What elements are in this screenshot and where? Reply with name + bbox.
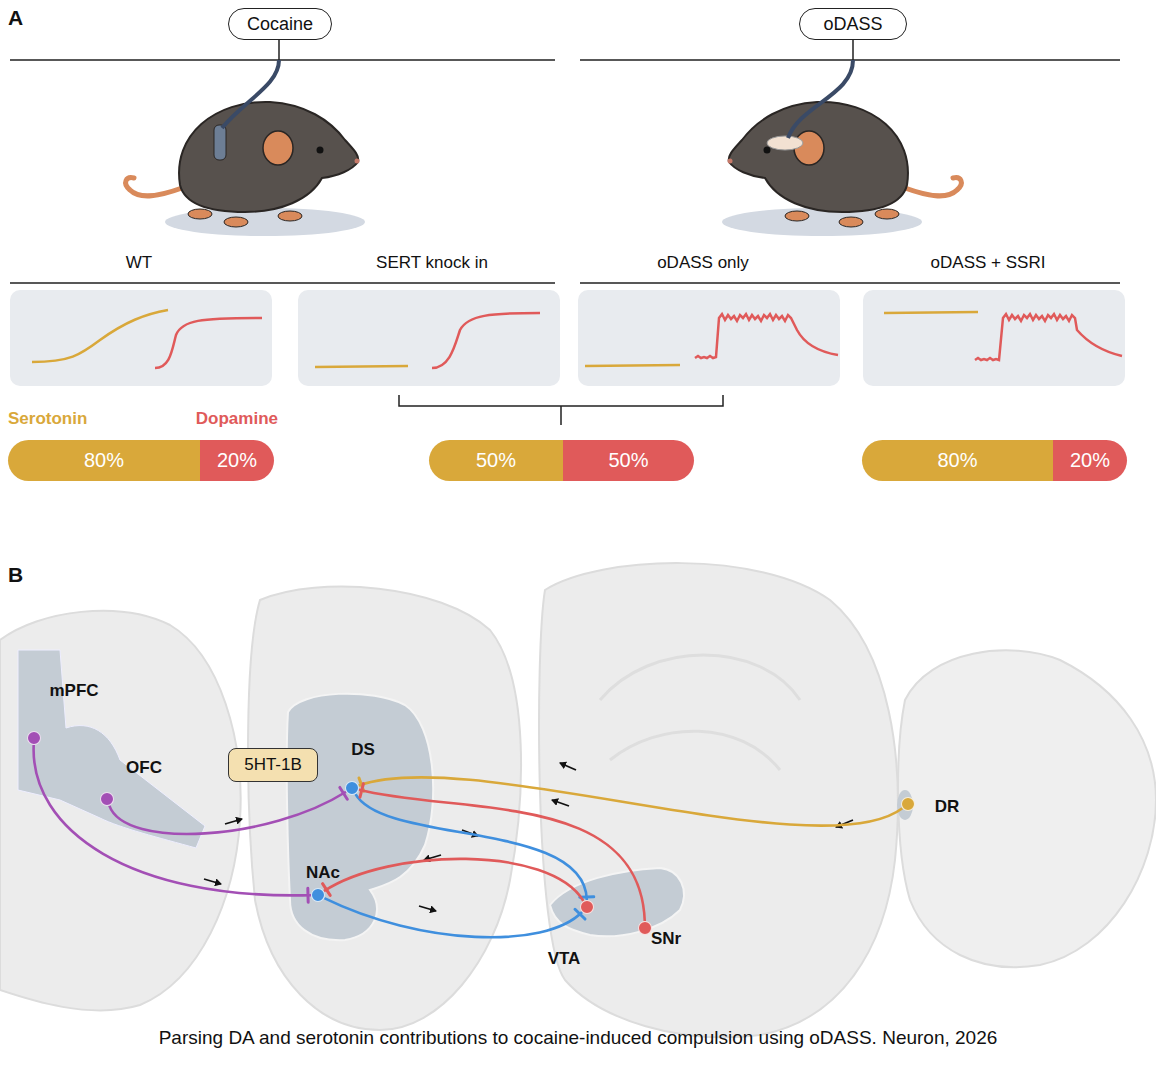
striatum-region	[287, 694, 433, 940]
region-label: SNr	[651, 929, 681, 949]
catheter-tube	[222, 60, 279, 128]
trace-panel	[863, 290, 1125, 386]
synapse-terminal	[306, 888, 309, 902]
serotonin-trace	[585, 365, 680, 366]
neuron-soma: NAc	[311, 888, 325, 902]
direction-arrow	[225, 819, 242, 824]
direction-arrow	[419, 906, 436, 911]
color-key-text: Serotonin	[8, 409, 87, 429]
serotonin-trace	[315, 366, 408, 367]
direction-arrow	[560, 763, 576, 770]
percent-text: 80%	[84, 449, 124, 472]
brain-section	[539, 563, 898, 1037]
head-cap	[767, 136, 803, 150]
node-text: Cocaine	[247, 14, 313, 35]
panel-letter: B	[8, 563, 23, 587]
trace-panel	[578, 290, 840, 386]
ratio-segment: 50%	[429, 440, 563, 481]
neuron-soma: SNr	[638, 921, 652, 935]
axon-projection	[324, 898, 582, 937]
percent-text: 80%	[937, 449, 977, 472]
column-heading: oDASS only	[657, 253, 749, 273]
axon-projection	[356, 794, 587, 900]
synapse-terminal	[360, 784, 363, 798]
group-bracket	[399, 395, 723, 425]
trace-panel	[298, 290, 560, 386]
axon-projection	[359, 790, 645, 921]
ratio-segment: 80%	[862, 440, 1053, 481]
catheter-jacket	[214, 125, 226, 160]
axon-projection	[324, 859, 584, 901]
neuron-soma: DR	[901, 797, 915, 811]
direction-arrow	[204, 879, 221, 884]
region-label: OFC	[126, 758, 162, 778]
figure-caption: Parsing DA and serotonin contributions t…	[159, 1027, 998, 1049]
ratio-segment: 20%	[200, 440, 274, 481]
region-label: NAc	[306, 863, 340, 883]
region-label: mPFC	[49, 681, 98, 701]
mouse-illustration	[722, 102, 961, 236]
percent-text: 50%	[608, 449, 648, 472]
region-label: DS	[351, 740, 375, 760]
column-heading: oDASS + SSRI	[931, 253, 1046, 273]
percent-text: 50%	[476, 449, 516, 472]
ratio-segment: 50%	[563, 440, 694, 481]
direction-arrow	[552, 800, 569, 806]
cortex-region	[18, 650, 205, 848]
region-label: DR	[935, 797, 960, 817]
dopamine-trace	[695, 314, 838, 358]
column-heading: WT	[126, 253, 152, 273]
mouse-illustration	[126, 102, 365, 236]
axon-projection	[34, 745, 311, 895]
brain-section	[248, 587, 521, 1030]
color-key-text: Dopamine	[196, 409, 278, 429]
node-text: 5HT-1B	[244, 755, 302, 775]
fiber-cable	[788, 60, 853, 138]
brain-section	[898, 650, 1156, 967]
ratio-segment: 20%	[1053, 440, 1127, 481]
dopamine-trace	[155, 318, 262, 368]
percent-text: 20%	[217, 449, 257, 472]
connector-stub	[279, 40, 853, 60]
region-label: VTA	[548, 949, 581, 969]
divider-line	[10, 60, 1120, 283]
midbrain-region	[550, 868, 684, 936]
brain-contour	[600, 655, 800, 770]
direction-arrows	[204, 763, 853, 911]
percent-text: 20%	[1070, 449, 1110, 472]
trace-panel	[10, 290, 272, 386]
neuron-soma: VTA	[580, 900, 594, 914]
serotonin-trace	[32, 310, 168, 362]
neuron-soma: OFC	[100, 792, 114, 806]
dopamine-trace	[975, 314, 1122, 360]
axon-projection	[109, 792, 346, 834]
dopamine-trace	[432, 313, 540, 368]
node-text: oDASS	[823, 14, 882, 35]
stimulus-box: oDASS	[799, 8, 907, 40]
neuron-soma: DS	[345, 781, 359, 795]
ratio-segment: 80%	[8, 440, 200, 481]
neuron-soma: mPFC	[27, 731, 41, 745]
stimulus-box: Cocaine	[228, 8, 332, 40]
panel-letter: A	[8, 6, 23, 30]
brain-section	[0, 611, 241, 1011]
receptor-tag: 5HT-1B	[228, 748, 318, 782]
serotonin-trace	[884, 312, 978, 313]
column-heading: SERT knock in	[376, 253, 488, 273]
